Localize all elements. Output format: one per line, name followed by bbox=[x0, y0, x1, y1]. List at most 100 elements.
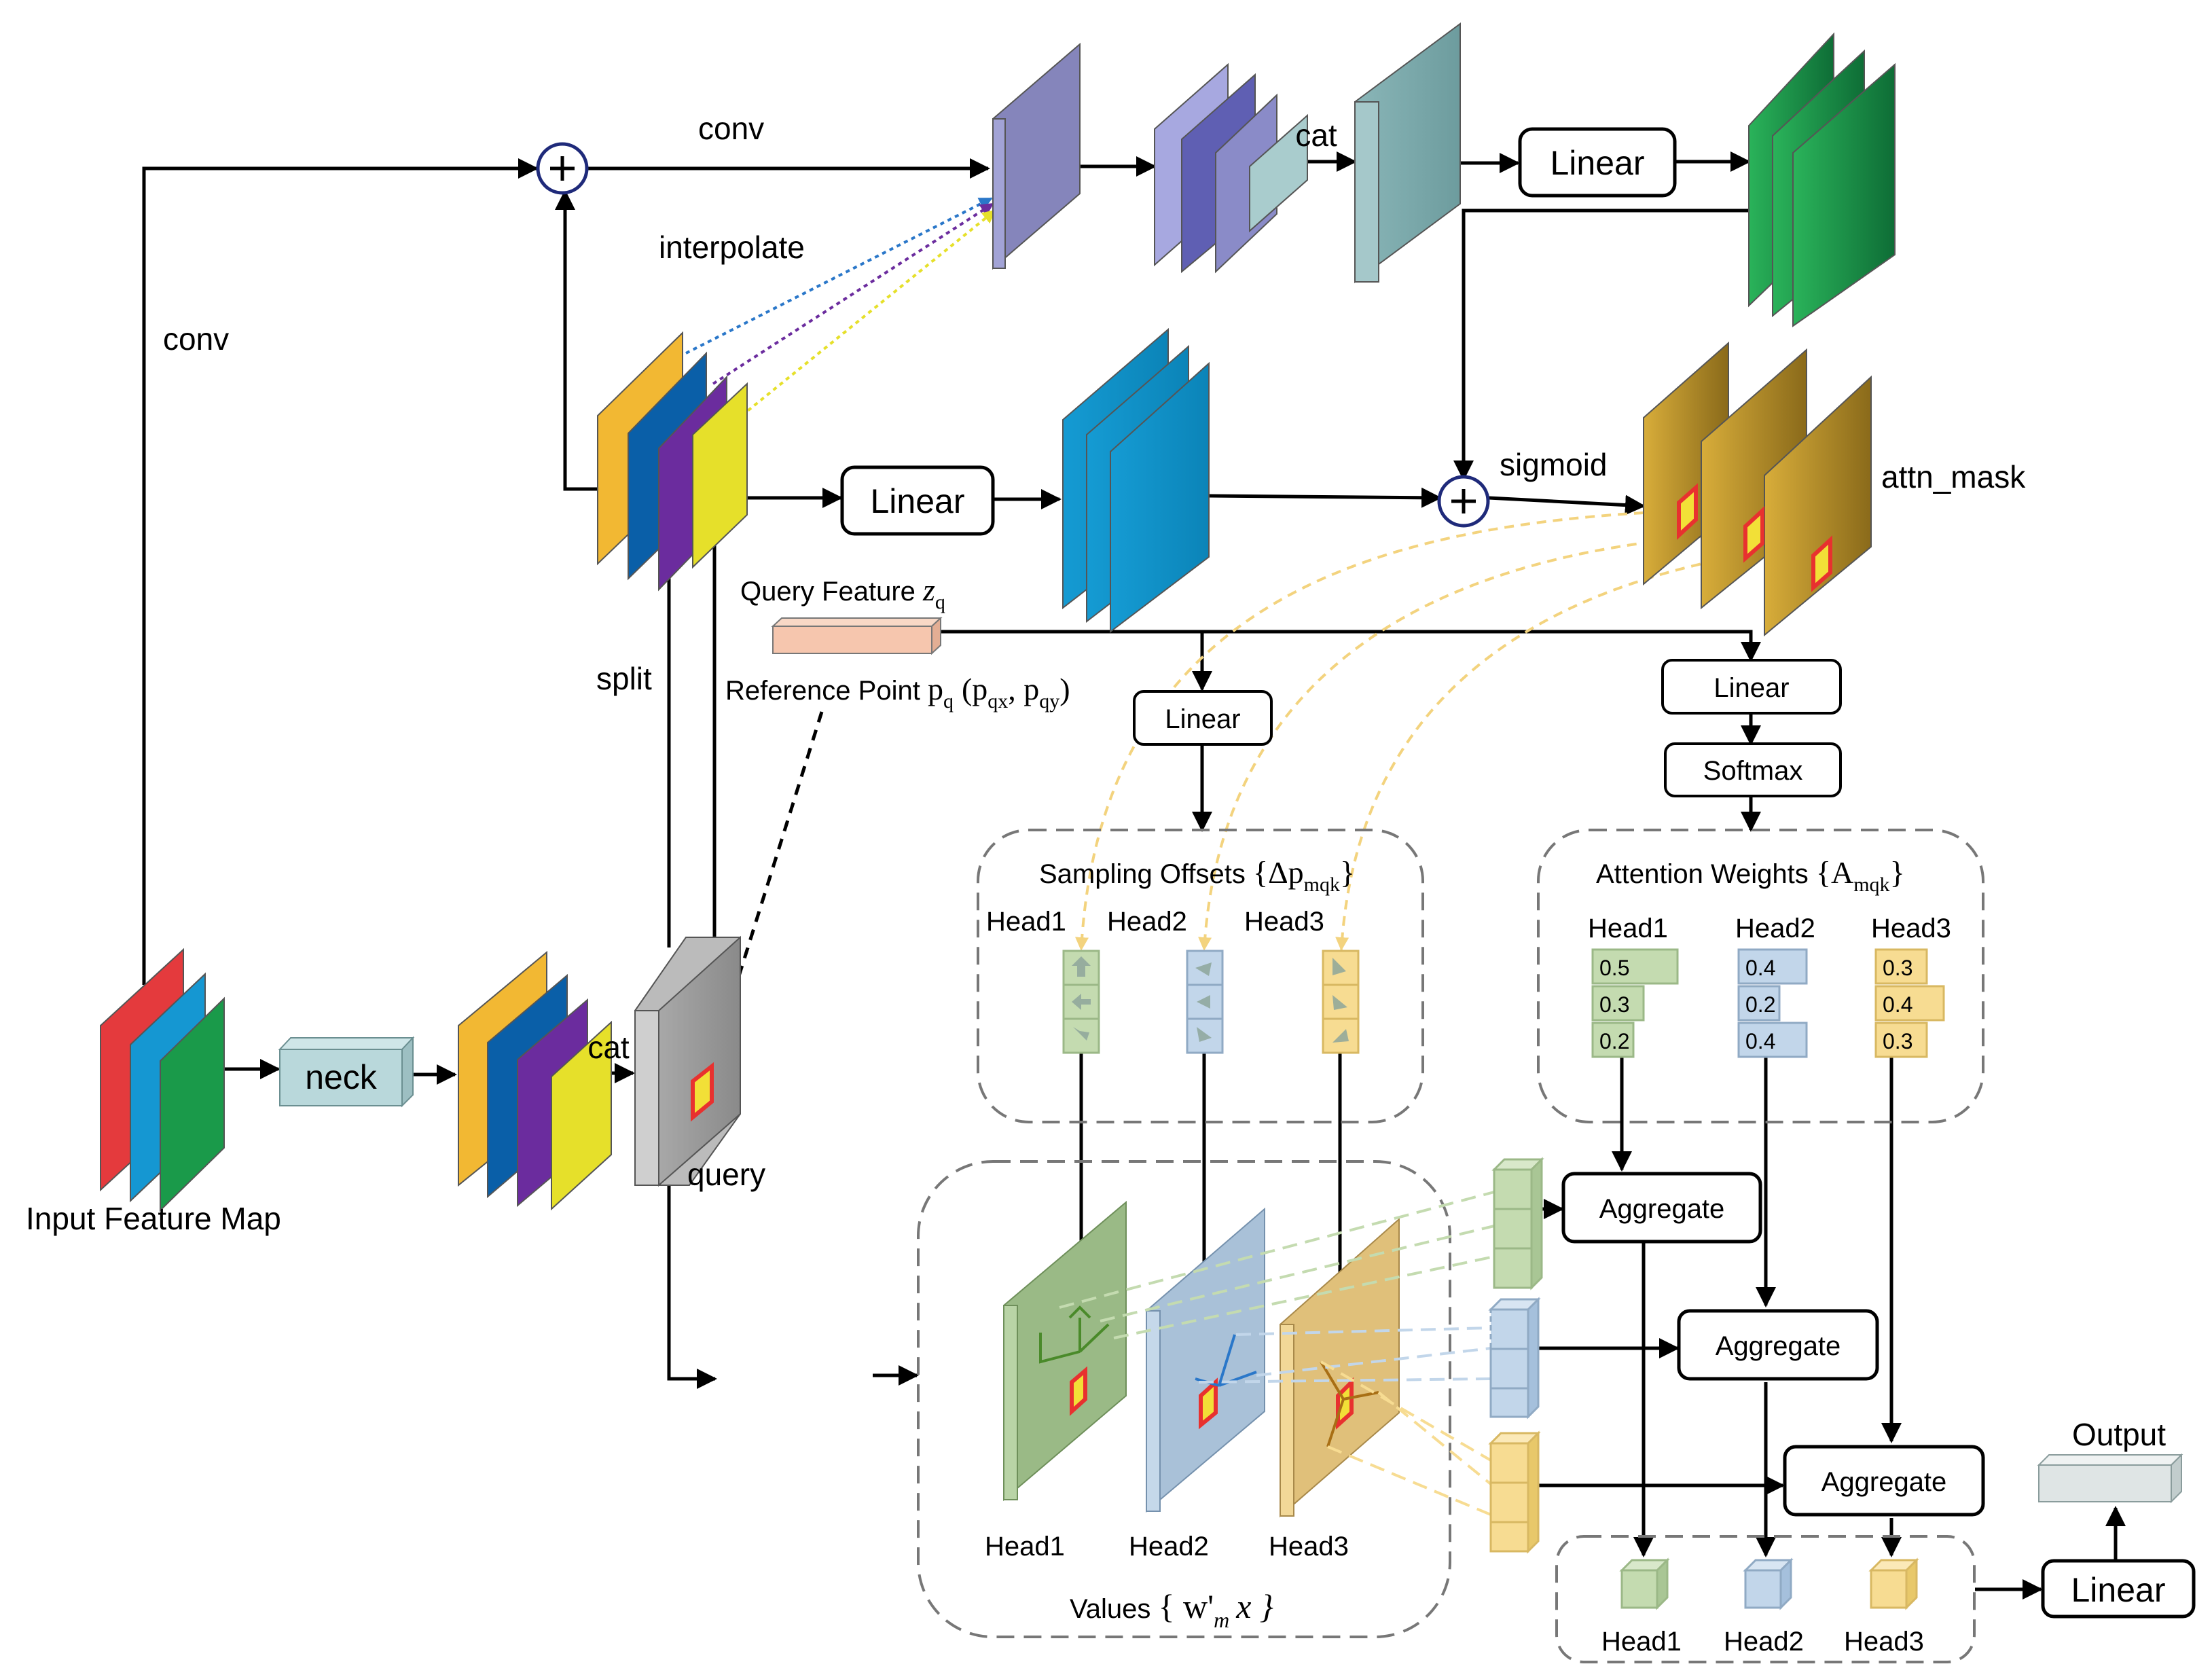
output-cube-head1 bbox=[1619, 1557, 1670, 1610]
offset-head1-label: Head1 bbox=[986, 907, 1066, 937]
offset-arrow-icons bbox=[1072, 956, 1349, 1043]
linear-label-offsets: Linear bbox=[1165, 704, 1240, 734]
output-head3-label: Head3 bbox=[1844, 1627, 1924, 1657]
teal-plane bbox=[1354, 22, 1461, 283]
weight-value-head1-2: 0.3 bbox=[1599, 992, 1629, 1017]
linear-box-middle bbox=[840, 465, 995, 536]
weight-head3-label: Head3 bbox=[1871, 914, 1951, 943]
value-plane-head2 bbox=[1146, 1207, 1265, 1513]
weight-value-head2-3: 0.4 bbox=[1745, 1029, 1775, 1053]
query-label: query bbox=[687, 1157, 765, 1192]
output-head1-label: Head1 bbox=[1601, 1627, 1682, 1657]
weight-bar-head3-2 bbox=[1874, 985, 1945, 1022]
value-plane-head1 bbox=[1003, 1200, 1127, 1502]
attn-mask-stack bbox=[1643, 341, 1872, 637]
offset-head2-label: Head2 bbox=[1107, 907, 1187, 937]
sampling-lines bbox=[1059, 1191, 1495, 1516]
weight-value-head1-1: 0.5 bbox=[1599, 956, 1629, 980]
output-cube-head3 bbox=[1868, 1557, 1919, 1610]
interpolate-arrows bbox=[685, 197, 996, 417]
weight-bar-head2-3 bbox=[1737, 1022, 1808, 1058]
value-sampling-glyphs bbox=[1039, 1305, 1379, 1447]
softmax-label: Softmax bbox=[1703, 756, 1803, 786]
aggregate-box-head2 bbox=[1677, 1309, 1879, 1381]
attn-mask-label: attn_mask bbox=[1881, 459, 2026, 494]
input-feature-map-label: Input Feature Map bbox=[26, 1201, 281, 1236]
neck-label: neck bbox=[305, 1058, 378, 1096]
aggregate-label-head3: Aggregate bbox=[1821, 1467, 1947, 1497]
plus-1 bbox=[536, 142, 589, 195]
weight-value-head1-3: 0.2 bbox=[1599, 1029, 1629, 1053]
linear-box-offsets bbox=[1133, 690, 1273, 746]
attention-weight-bars: 0.5 0.3 0.2 0.4 0.2 0.4 0.3 0.4 0.3 bbox=[1591, 948, 1945, 1058]
value-head2-label: Head2 bbox=[1129, 1532, 1209, 1561]
cat-label-top: cat bbox=[1295, 118, 1337, 153]
sampled-cells-head2 bbox=[1488, 1297, 1541, 1420]
plus-2 bbox=[1437, 475, 1490, 528]
output-head2-label: Head2 bbox=[1724, 1627, 1804, 1657]
aggregate-label-head2: Aggregate bbox=[1716, 1331, 1841, 1361]
query-feature-block bbox=[771, 616, 943, 655]
conv-label-left: conv bbox=[163, 321, 229, 357]
linear-label-weights: Linear bbox=[1714, 673, 1789, 703]
attn-mask-points bbox=[1677, 483, 1832, 592]
output-block bbox=[2037, 1453, 2183, 1504]
value-sample-points bbox=[1070, 1366, 1354, 1430]
weight-head2-label: Head2 bbox=[1735, 914, 1815, 943]
attention-weights-title: Attention Weights {Amqk} bbox=[1596, 855, 1905, 896]
linear-label-middle: Linear bbox=[871, 482, 965, 520]
sampled-cells-head3 bbox=[1488, 1430, 1541, 1554]
purple-stack bbox=[1154, 62, 1308, 274]
weight-value-head3-3: 0.3 bbox=[1883, 1029, 1912, 1053]
split-label: split bbox=[596, 661, 652, 696]
weight-bar-head1-1 bbox=[1591, 948, 1679, 985]
split-stack bbox=[597, 331, 748, 592]
cat-label-bottom: cat bbox=[587, 1030, 630, 1065]
aggregate-label-head1: Aggregate bbox=[1599, 1194, 1725, 1224]
conv-label-top: conv bbox=[698, 111, 764, 146]
weight-head1-label: Head1 bbox=[1588, 914, 1668, 943]
weight-bar-head2-1 bbox=[1737, 948, 1808, 985]
weight-value-head3-2: 0.4 bbox=[1883, 992, 1912, 1017]
green-stack bbox=[1748, 32, 1896, 327]
value-head3-label: Head3 bbox=[1269, 1532, 1349, 1561]
weight-value-head2-2: 0.2 bbox=[1745, 992, 1775, 1017]
value-head1-label: Head1 bbox=[985, 1532, 1065, 1561]
weight-value-head3-1: 0.3 bbox=[1883, 956, 1912, 980]
softmax-box bbox=[1664, 742, 1842, 797]
query-point bbox=[691, 1062, 714, 1122]
aggregate-box-head3 bbox=[1783, 1445, 1985, 1517]
input-feature-map bbox=[100, 947, 225, 1212]
offset-head2-cells bbox=[1186, 950, 1224, 1054]
sampled-cells-head1 bbox=[1491, 1157, 1544, 1290]
linear-box-top bbox=[1518, 127, 1677, 198]
reference-point-label: Reference Point pq(pqx, pqy) bbox=[725, 672, 1070, 712]
linear-box-final bbox=[2041, 1559, 2196, 1619]
sampling-offsets-title: Sampling Offsets {Δpmqk} bbox=[1039, 855, 1355, 896]
linear-label-final: Linear bbox=[2071, 1571, 2166, 1609]
weight-bar-head3-1 bbox=[1874, 948, 1928, 985]
weight-bar-head1-3 bbox=[1591, 1022, 1635, 1058]
offset-head3-label: Head3 bbox=[1244, 907, 1324, 937]
aggregate-box-head1 bbox=[1561, 1172, 1762, 1244]
weight-value-head2-1: 0.4 bbox=[1745, 956, 1775, 980]
interpolate-label: interpolate bbox=[659, 230, 805, 265]
weight-bar-head3-3 bbox=[1874, 1022, 1928, 1058]
neck-block bbox=[278, 1036, 415, 1108]
query-plane bbox=[634, 935, 741, 1187]
output-cube-head2 bbox=[1743, 1557, 1794, 1610]
reference-arrow bbox=[702, 711, 824, 1082]
output-label: Output bbox=[2072, 1417, 2166, 1452]
neck-output-stack bbox=[458, 950, 612, 1211]
weight-bar-head1-2 bbox=[1591, 985, 1645, 1022]
blue-stack bbox=[1062, 327, 1210, 634]
linear-box-weights bbox=[1661, 659, 1842, 715]
weight-bar-head2-2 bbox=[1737, 985, 1781, 1022]
sigmoid-label: sigmoid bbox=[1500, 447, 1608, 482]
query-feature-label: Query Feature zq bbox=[740, 573, 945, 613]
purple-plane bbox=[992, 42, 1081, 270]
linear-label-top: Linear bbox=[1551, 144, 1645, 182]
group-boxes bbox=[917, 829, 1984, 1663]
